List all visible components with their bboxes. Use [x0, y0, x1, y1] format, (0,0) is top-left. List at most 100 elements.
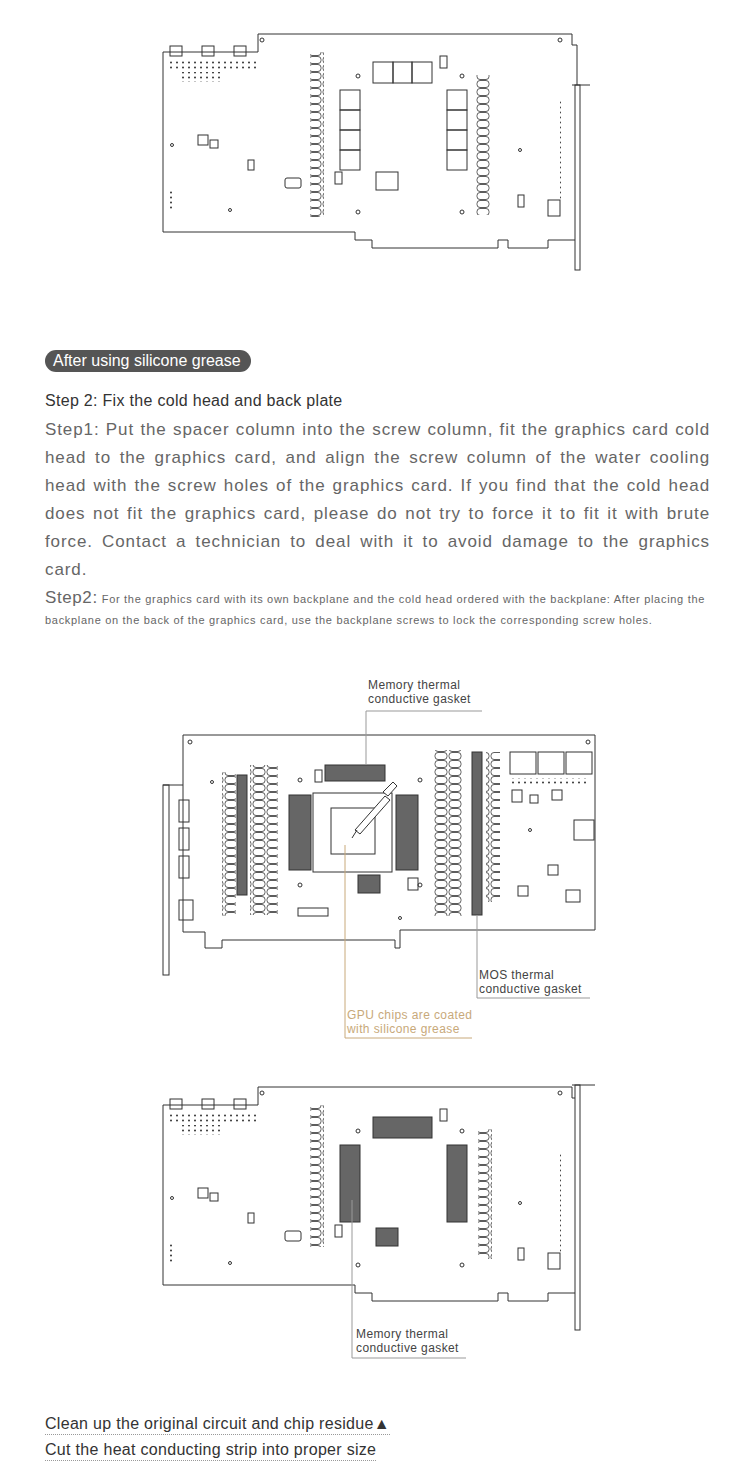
pcb-front-middle — [418, 883, 422, 887]
pcb-front-middle — [289, 795, 311, 870]
pcb-front-middle — [566, 890, 580, 902]
pcb-back-bottom — [166, 1243, 172, 1263]
pcb-front-middle — [510, 752, 536, 774]
pcb-front-middle — [264, 765, 278, 915]
pcb-back-top — [171, 144, 174, 147]
leader-lines — [366, 711, 482, 764]
pcb-front-middle — [472, 752, 482, 915]
pcb-front-middle — [418, 778, 422, 782]
pcb-back-top — [285, 178, 301, 188]
pcb-back-top — [373, 62, 393, 83]
callout-label: Memory thermal conductive gasket — [356, 1327, 474, 1355]
pcb-front-middle — [358, 875, 380, 893]
pcb-back-top — [356, 74, 360, 78]
pcb-front-middle — [538, 752, 564, 774]
pcb-back-top — [310, 52, 324, 217]
pcb-back-top — [460, 74, 464, 78]
callout-label: MOS thermal conductive gasket — [479, 968, 597, 996]
pcb-front-middle — [434, 750, 448, 916]
pcb-front-middle — [352, 830, 357, 838]
step-paragraph: Step1: Put the spacer column into the sc… — [45, 416, 710, 584]
pcb-front-middle — [179, 900, 193, 920]
pcb-front-middle — [163, 785, 169, 975]
pcb-back-bottom — [478, 1129, 492, 1259]
pcb-back-bottom — [373, 1117, 432, 1138]
pcb-front-middle — [355, 796, 390, 834]
pcb-front-middle — [548, 865, 558, 875]
pcb-back-top — [447, 150, 467, 170]
pcb-back-bottom — [356, 1263, 360, 1267]
pcb-back-top — [548, 200, 560, 216]
pcb-front-middle — [250, 765, 264, 915]
pcb-back-bottom — [440, 1109, 447, 1121]
pcb-back-bottom — [229, 1262, 232, 1265]
pcb-back-top — [180, 72, 220, 82]
pcb-back-top — [340, 90, 360, 110]
pcb-back-top — [335, 172, 342, 184]
pcb-back-bottom — [198, 1188, 208, 1198]
pcb-front-middle — [508, 778, 588, 786]
pcb-back-top — [210, 140, 218, 148]
pcb-front-middle — [408, 878, 418, 890]
pcb-front-middle — [179, 828, 189, 850]
pcb-back-bottom — [168, 1113, 258, 1123]
step-number: Step2: — [45, 588, 98, 607]
pcb-front-middle — [222, 772, 236, 916]
leader-lines — [345, 711, 590, 1358]
pcb-back-bottom — [356, 1129, 360, 1133]
pcb-back-top — [202, 46, 214, 56]
pcb-back-bottom — [234, 1099, 246, 1109]
pcb-back-top — [248, 160, 254, 170]
callout-label: GPU chips are coated with silicone greas… — [347, 1008, 487, 1036]
pcb-front-middle — [179, 800, 189, 822]
pcb-back-bottom — [575, 1085, 580, 1330]
pcb-back-bottom — [447, 1145, 467, 1222]
pcb-back-bottom — [310, 1105, 324, 1247]
pcb-back-bottom — [558, 1091, 562, 1095]
pcb-back-top — [558, 38, 562, 42]
pcb-back-top — [166, 190, 172, 210]
pcb-back-top — [393, 62, 412, 83]
pcb-back-bottom — [171, 1197, 174, 1200]
pcb-back-bottom — [163, 1085, 595, 1330]
pcb-back-bottom — [548, 1253, 560, 1269]
pcb-back-top — [229, 209, 232, 212]
pcb-front-middle — [586, 740, 590, 744]
pcb-front-middle — [298, 883, 302, 887]
pcb-back-bottom — [202, 1099, 214, 1109]
pcb-back-top — [340, 130, 360, 150]
pcb-back-bottom — [335, 1225, 342, 1237]
pcb-front-middle — [529, 829, 532, 832]
pcb-front-middle — [518, 886, 528, 896]
caption-line: Clean up the original circuit and chip r… — [45, 1414, 390, 1435]
section-pill: After using silicone grease — [45, 350, 251, 372]
pcb-front-middle — [237, 775, 247, 895]
pcb-back-bottom — [519, 1202, 522, 1205]
pcb-back-bottom — [556, 1153, 561, 1253]
section-title: After using silicone grease — [53, 352, 241, 369]
pcb-front-middle — [163, 785, 183, 786]
pcb-front-middle — [163, 735, 595, 975]
pcb-back-top — [260, 38, 264, 42]
pcb-front-middle — [179, 856, 189, 878]
pcb-back-bottom — [460, 1263, 464, 1267]
pcb-front-middle — [448, 750, 462, 916]
pcb-back-bottom — [460, 1129, 464, 1133]
pcb-back-bottom — [260, 1091, 264, 1095]
pcb-front-middle — [566, 752, 592, 774]
pcb-front-middle — [188, 740, 192, 744]
pcb-back-top — [518, 195, 524, 207]
pcb-back-top — [447, 110, 467, 130]
step-paragraph: For the graphics card with its own backp… — [45, 593, 705, 626]
pcb-back-bottom — [170, 1099, 182, 1109]
pcb-front-middle — [486, 752, 500, 902]
pcb-back-top — [170, 46, 182, 56]
pcb-back-bottom — [340, 1145, 360, 1222]
pcb-back-top — [340, 110, 360, 130]
pcb-back-top — [168, 60, 258, 70]
pcb-back-bottom — [163, 1087, 577, 1301]
step-block: Step2:For the graphics card with its own… — [45, 588, 710, 630]
pcb-front-middle — [396, 795, 418, 870]
pcb-back-top — [460, 210, 464, 214]
pcb-back-top — [575, 85, 580, 270]
